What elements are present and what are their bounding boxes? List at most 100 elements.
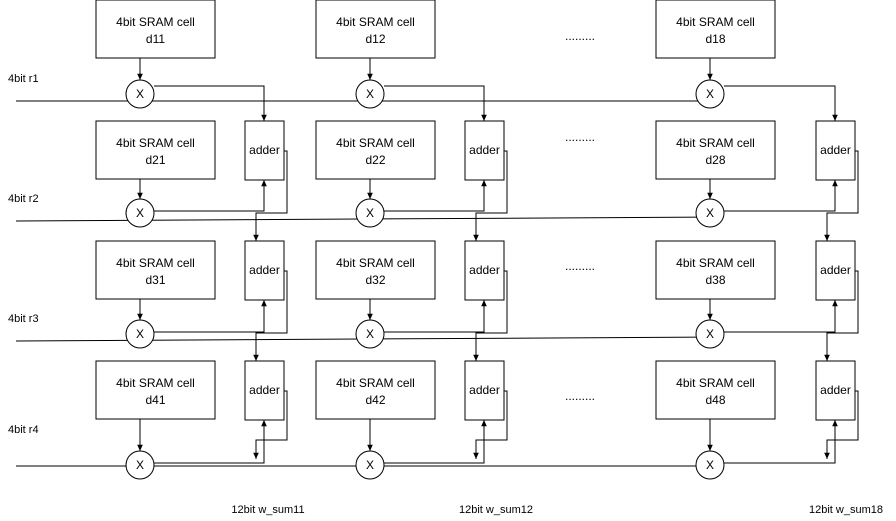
sram-cell-d28 [655,120,776,180]
sram-cell-label-d32: 4bit SRAM cell [336,256,415,270]
multiplier-symbol-d31: X [136,327,144,341]
adder-chain-arrow-d31 [253,270,288,361]
product-arrow-d11 [154,85,267,121]
adder-chain-arrow-d22 [473,150,508,241]
sram-cell-id-d32: d32 [365,273,385,287]
adder-label-d38: adder [820,263,851,277]
sram-cell-id-d11: d11 [146,32,165,46]
sram-cell-d18 [655,0,776,59]
sram-cell-d11 [95,0,216,59]
adder-d32 [464,240,505,301]
output-label-1: 12bit w_sum11 [231,504,304,516]
adder-label-d48: adder [820,383,851,397]
product-arrow-d28 [724,180,838,212]
product-arrow-d22 [384,180,487,212]
product-arrow-d12 [384,85,487,121]
adder-label-d32: adder [469,263,500,277]
multiplier-symbol-d42: X [366,458,374,472]
multiplier-symbol-d18: X [706,87,714,101]
row-input-label-4: 4bit r4 [8,424,39,436]
sram-cell-d22 [315,120,436,180]
adder-label-d21: adder [249,143,280,157]
adder-label-d28: adder [820,143,851,157]
sram-cell-label-d22: 4bit SRAM cell [336,136,415,150]
sram-cell-id-d18: d18 [705,32,725,46]
multiplier-d21 [125,198,155,228]
sram-cell-label-d48: 4bit SRAM cell [676,376,755,390]
sram-cell-label-d11: 4bit SRAM cell [116,15,195,29]
adder-label-d22: adder [469,143,500,157]
multiplier-symbol-d38: X [706,327,714,341]
sram-cell-d12 [315,0,436,59]
adder-output-arrow-d41 [253,390,288,459]
column-ellipsis-3: ......... [565,259,595,273]
adder-label-d31: adder [249,263,280,277]
multiplier-d31 [125,319,155,349]
column-ellipsis-2: ......... [565,130,595,144]
adder-d21 [244,120,285,181]
adder-label-d41: adder [249,383,280,397]
sram-cell-id-d31: d31 [145,273,165,287]
multiplier-d18 [695,79,725,109]
sram-cell-id-d48: d48 [705,393,725,407]
adder-d22 [464,120,505,181]
adder-chain-arrow-d28 [824,150,859,241]
multiplier-d28 [695,198,725,228]
sram-cell-d31 [95,240,216,300]
sram-cell-label-d41: 4bit SRAM cell [116,376,195,390]
adder-output-arrow-d48 [824,390,859,459]
sram-cell-d42 [315,360,436,420]
adder-chain-arrow-d21 [253,150,288,241]
sram-cell-label-d18: 4bit SRAM cell [676,15,755,29]
adder-chain-arrow-d32 [473,270,508,361]
adder-d41 [244,360,285,421]
multiplier-d38 [695,319,725,349]
sram-cell-d38 [655,240,776,300]
product-arrow-d32 [384,300,487,333]
multiplier-d22 [355,198,385,228]
sram-cell-id-d42: d42 [365,393,385,407]
sram-cell-id-d22: d22 [365,153,385,167]
sram-cell-label-d38: 4bit SRAM cell [676,256,755,270]
adder-label-d42: adder [469,383,500,397]
product-arrow-d41 [154,420,267,464]
sram-cell-id-d12: d12 [365,32,385,46]
product-arrow-d18 [724,85,838,121]
sram-cell-label-d42: 4bit SRAM cell [336,376,415,390]
row-input-label-1: 4bit r1 [8,73,39,85]
sram-cell-d41 [95,360,216,420]
sram-cell-id-d28: d28 [705,153,725,167]
multiplier-d12 [355,79,385,109]
multiplier-symbol-d41: X [136,458,144,472]
product-arrow-d38 [724,300,838,333]
row-input-label-3: 4bit r3 [8,313,39,325]
multiplier-symbol-d11: X [136,87,144,101]
multiplier-d11 [125,79,155,109]
sram-cell-id-d38: d38 [705,273,725,287]
column-ellipsis-4: ......... [565,389,595,403]
multiplier-symbol-d48: X [706,458,714,472]
sram-cell-label-d12: 4bit SRAM cell [336,15,415,29]
multiplier-symbol-d12: X [366,87,374,101]
multiplier-symbol-d28: X [706,206,714,220]
column-ellipsis-1: ......... [565,29,595,43]
sram-cell-label-d31: 4bit SRAM cell [116,256,195,270]
sram-cell-d21 [95,120,216,180]
multiplier-d32 [355,319,385,349]
row-input-label-2: 4bit r2 [8,193,39,205]
adder-output-arrow-d42 [473,390,508,459]
adder-d31 [244,240,285,301]
multiplier-d42 [355,450,385,480]
adder-d28 [815,120,856,181]
output-label-2: 12bit w_sum12 [459,504,533,516]
multiplier-symbol-d32: X [366,327,374,341]
multiplier-symbol-d21: X [136,206,144,220]
multiplier-symbol-d22: X [366,206,374,220]
output-label-3: 12bit w_sum18 [809,504,883,516]
product-arrow-d21 [154,180,267,212]
sram-cell-label-d28: 4bit SRAM cell [676,136,755,150]
multiplier-d41 [125,450,155,480]
sram-cell-d48 [655,360,776,420]
